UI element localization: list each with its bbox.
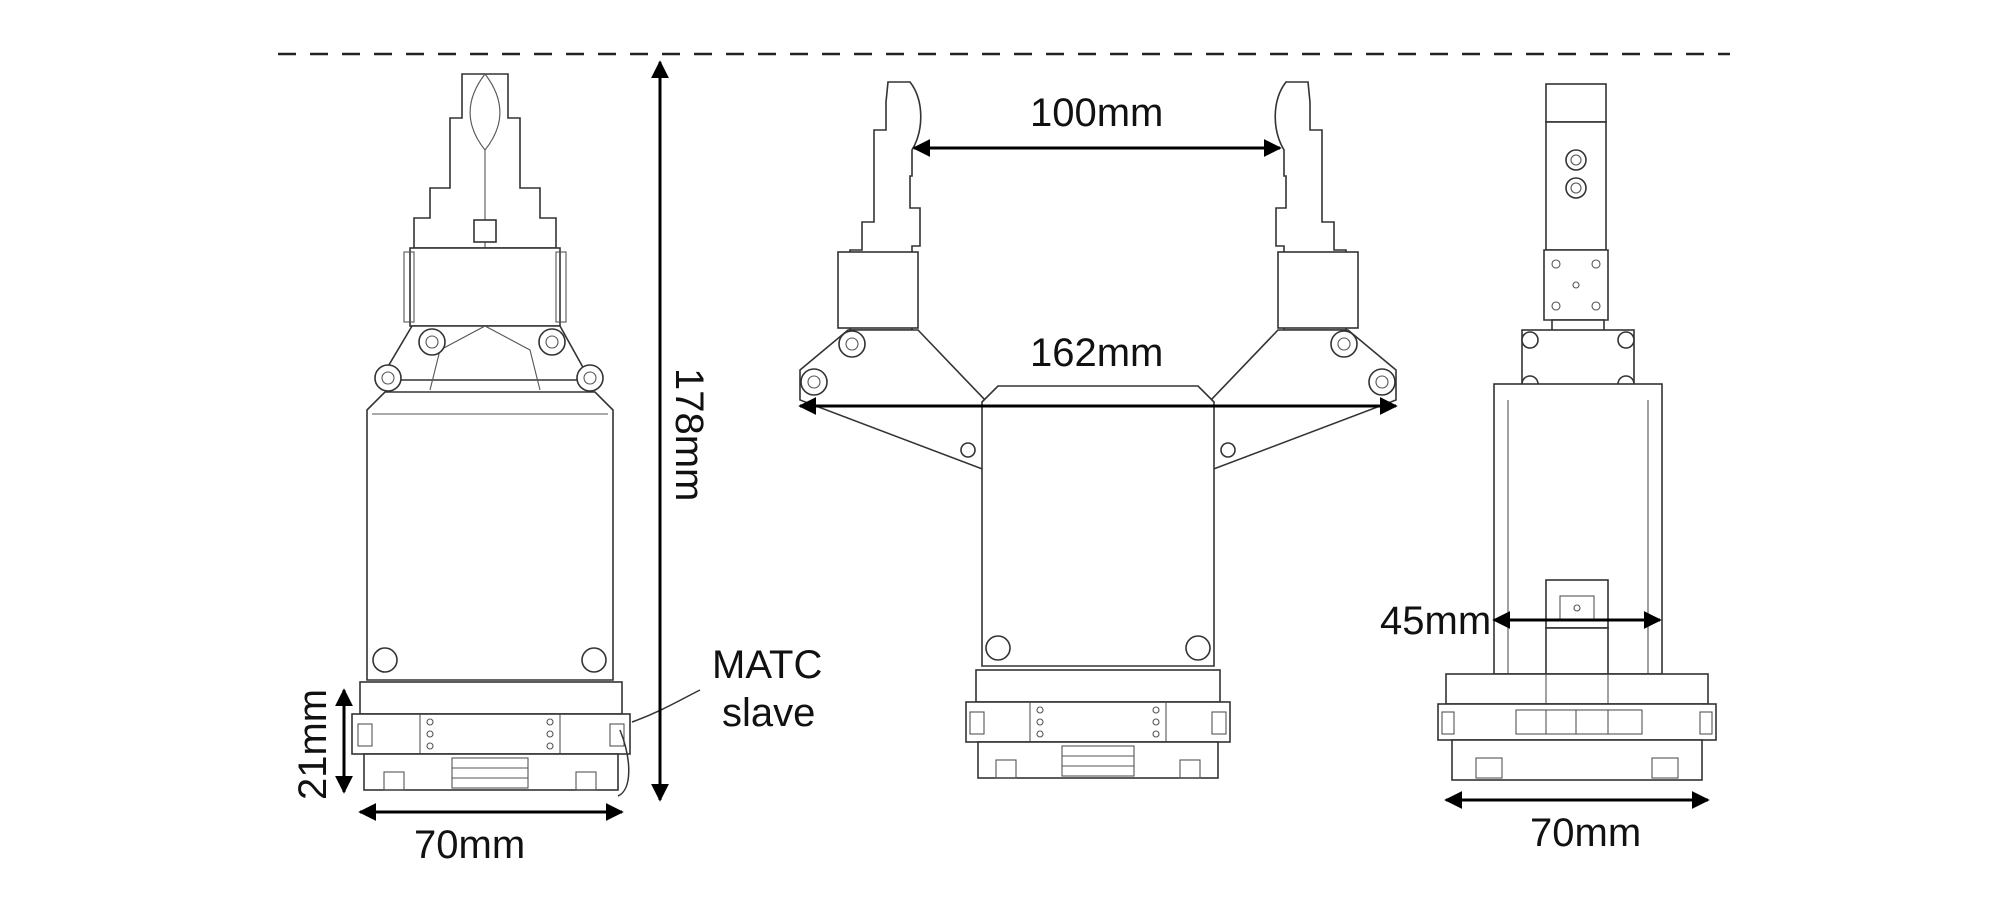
span-label: 162mm — [1030, 331, 1163, 375]
depth-label: 45mm — [1380, 599, 1491, 643]
callout-line2: slave — [722, 691, 815, 735]
side-view — [1437, 83, 1717, 781]
matc-callout-line — [631, 689, 701, 723]
base-height-label: 21mm — [291, 689, 335, 800]
opening-label: 100mm — [1030, 91, 1163, 135]
front-width-label: 70mm — [414, 823, 525, 867]
side-width-label: 70mm — [1530, 811, 1641, 855]
callout-line1: MATC — [712, 643, 822, 687]
front-view-closed — [351, 73, 701, 797]
front-view-open — [799, 81, 1397, 779]
height-label: 178mm — [667, 368, 711, 501]
